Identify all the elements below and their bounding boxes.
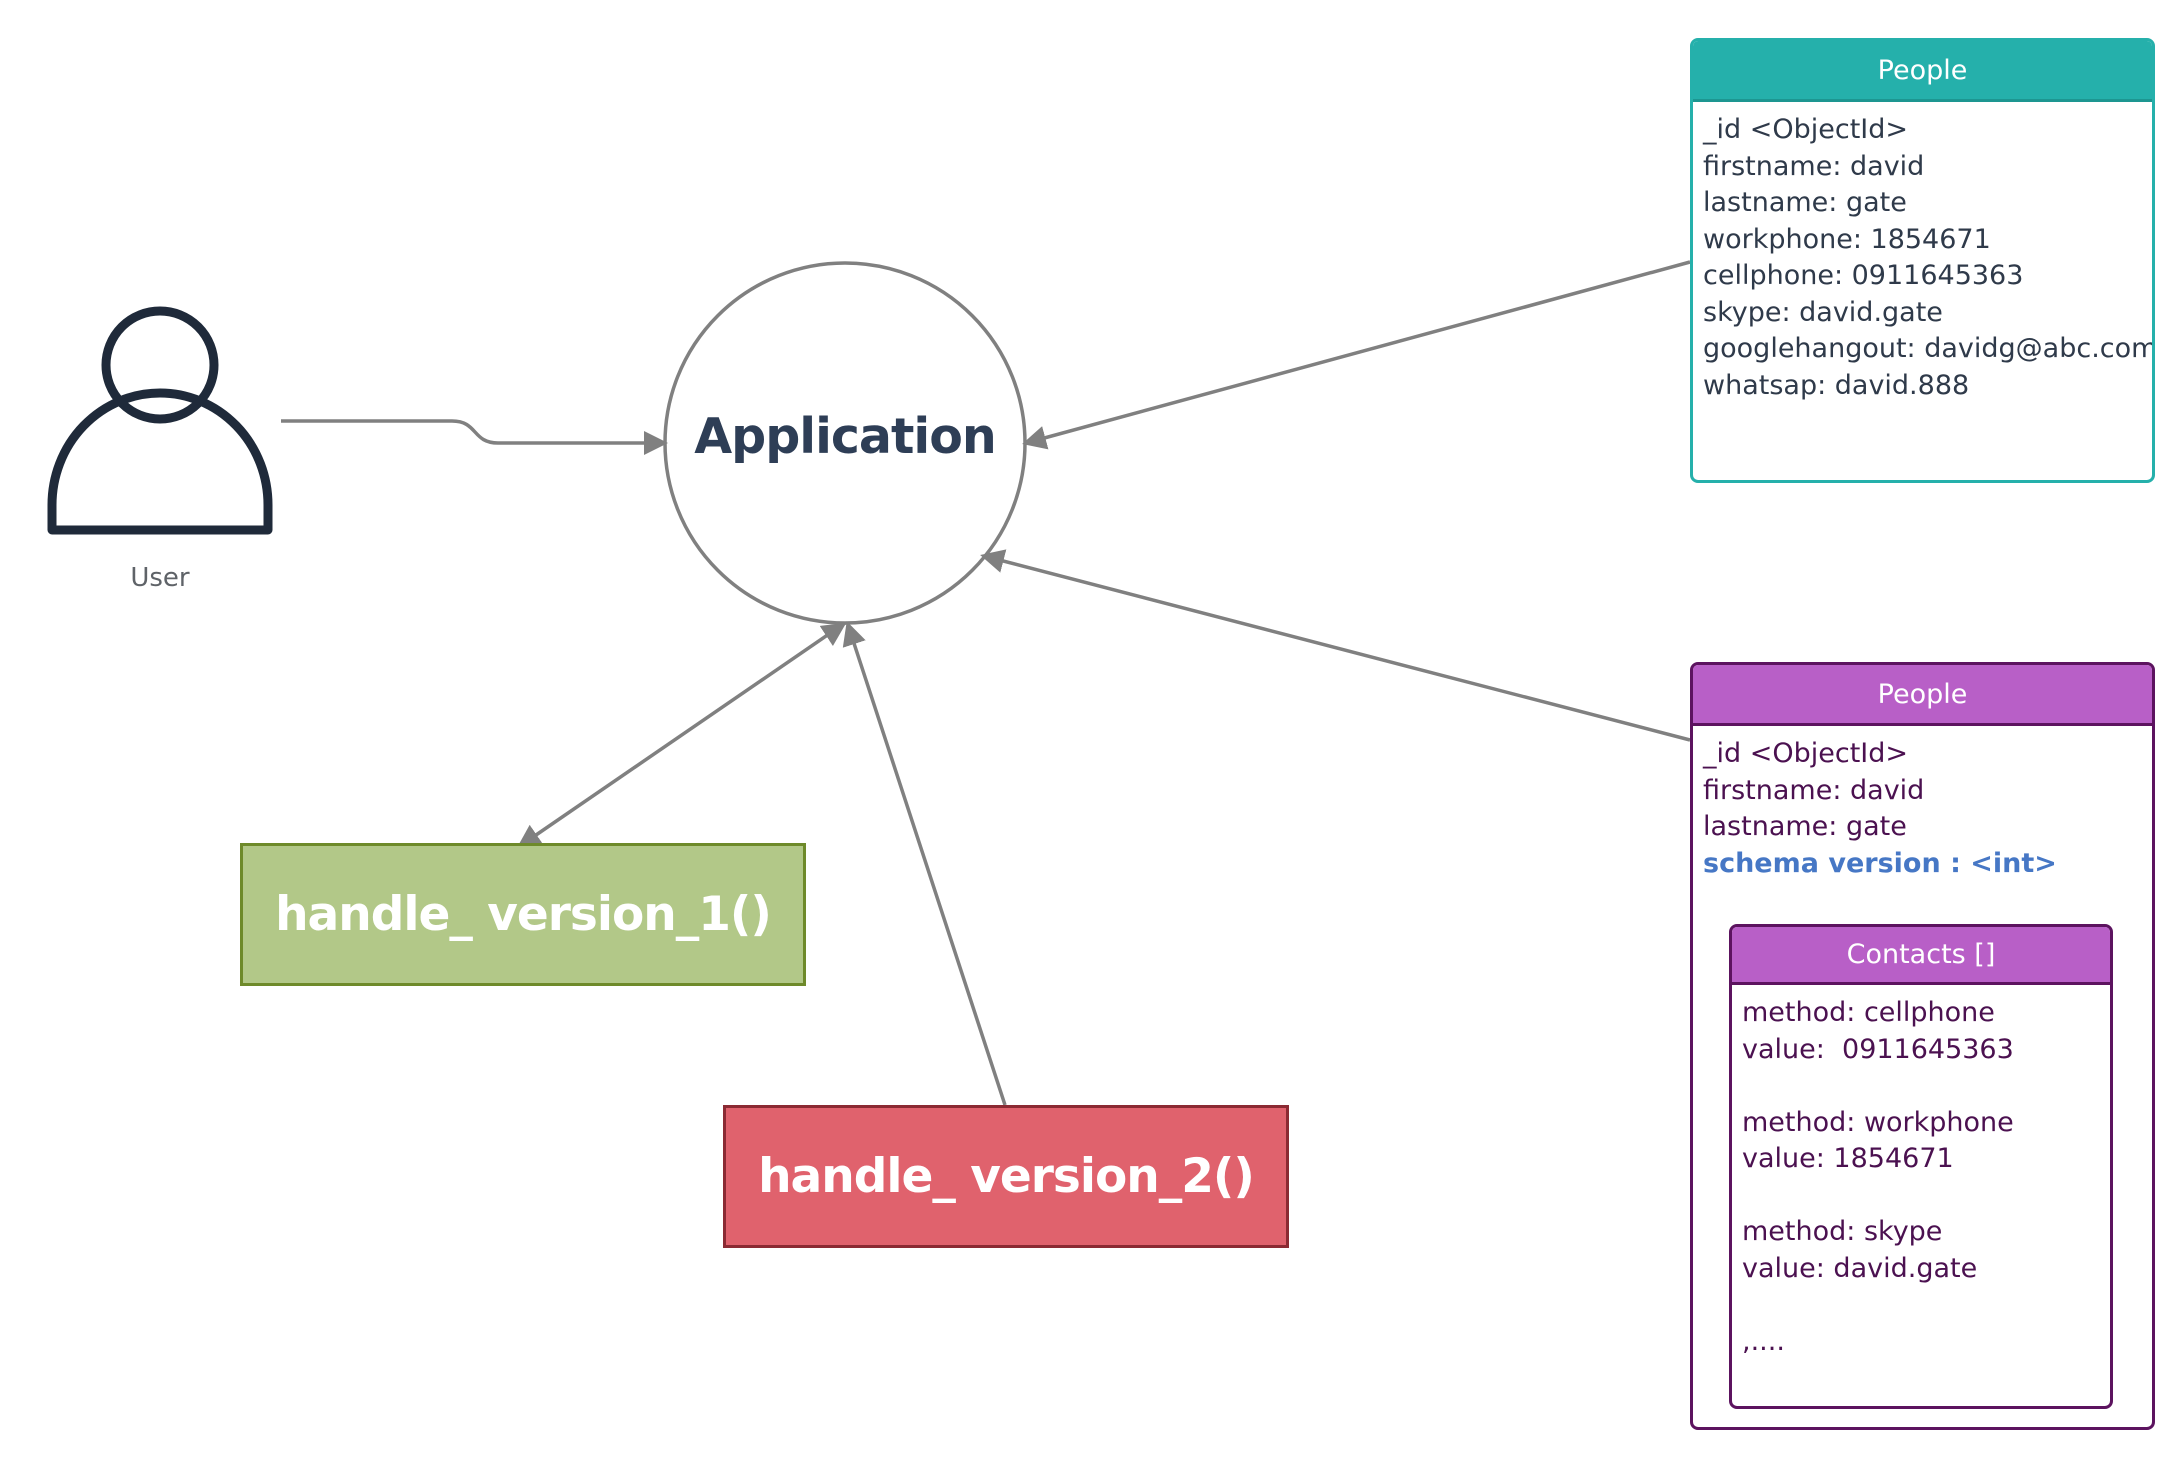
contact-line: ​ — [1742, 1068, 2110, 1105]
field-row: lastname: gate — [1703, 187, 1907, 218]
contact-line: ​ — [1742, 1287, 2110, 1324]
field-row: workphone: 1854671 — [1703, 223, 1991, 255]
contacts-entity[interactable]: Contacts [] method: cellphone value: 091… — [1729, 924, 2113, 1409]
entity-header: People — [1693, 41, 2152, 102]
person-icon — [47, 306, 273, 535]
handle-version-1-label: handle_ version_1() — [275, 887, 772, 942]
schema-version-field: schema version : <int> — [1703, 847, 2057, 879]
field-row: whatsap: david.888 — [1703, 369, 1970, 401]
user-label: User — [130, 563, 190, 593]
connector-application-to-version1 — [516, 621, 846, 849]
entity-fields: _id <ObjectId> firstname: david lastname… — [1693, 726, 2152, 882]
application-label: Application — [694, 408, 997, 465]
entity-title: People — [1877, 54, 1968, 86]
field-row: skype: david.gate — [1703, 296, 1943, 328]
entity-fields: _id <ObjectId> firstname: david lastname… — [1693, 102, 2152, 404]
entity-header: Contacts [] — [1732, 927, 2110, 985]
connector-version2-to-application — [842, 621, 1007, 1106]
people-entity-v1[interactable]: People _id <ObjectId> firstname: david l… — [1690, 38, 2155, 483]
contact-line: value: david.gate — [1742, 1252, 1978, 1284]
entity-title: People — [1877, 678, 1968, 710]
field-row: cellphone: 0911645363 — [1703, 260, 2024, 291]
field-row: _id <ObjectId> — [1703, 738, 1909, 769]
entity-header: People — [1693, 665, 2152, 726]
contact-line: value: 0911645363 — [1742, 1033, 2014, 1065]
field-row: _id <ObjectId> — [1703, 114, 1909, 145]
field-row: firstname: david — [1703, 774, 1925, 806]
field-row: googlehangout: davidg@abc.com — [1703, 333, 2155, 364]
contacts-lines: method: cellphone value: 0911645363 ​ me… — [1732, 985, 2110, 1360]
entity-title: Contacts [] — [1846, 939, 1996, 970]
field-row: firstname: david — [1703, 150, 1925, 182]
handle-version-1-box[interactable]: handle_ version_1() — [240, 843, 806, 986]
contact-line: ​ — [1742, 1178, 2110, 1215]
connector-people-a-to-application — [1022, 260, 1691, 450]
handle-version-2-label: handle_ version_2() — [758, 1149, 1255, 1204]
field-row: lastname: gate — [1703, 811, 1907, 842]
contact-line: method: cellphone — [1742, 997, 1995, 1028]
connector-user-to-application — [281, 419, 668, 455]
contact-line: method: skype — [1742, 1216, 1943, 1247]
contact-line: ,.... — [1742, 1325, 1785, 1357]
handle-version-2-box[interactable]: handle_ version_2() — [723, 1105, 1289, 1248]
contact-line: method: workphone — [1742, 1106, 2014, 1138]
contact-line: value: 1854671 — [1742, 1143, 1954, 1174]
connector-people-b-to-application — [980, 549, 1691, 742]
